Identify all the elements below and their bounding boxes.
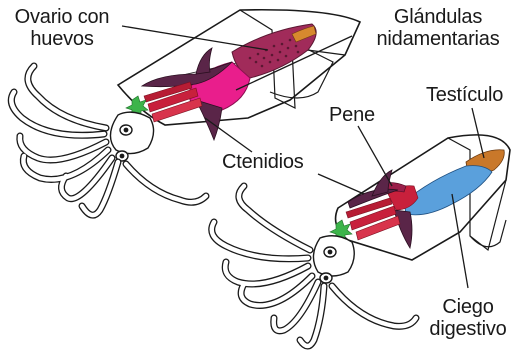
leader-ctenidios-male [318, 174, 364, 194]
female-eye-2-pupil [120, 154, 125, 159]
label-ovario-line2: huevos [0, 28, 124, 50]
label-glandulas-line1: Glándulas [352, 6, 524, 28]
female-eye-1-pupil [124, 128, 129, 133]
label-ciego: Ciego digestivo [418, 296, 518, 340]
male-eye-1-pupil [328, 250, 333, 255]
label-ctenidios: Ctenidios [222, 151, 304, 173]
label-ovario-line1: Ovario con [0, 6, 124, 28]
label-glandulas: Glándulas nidamentarias [352, 6, 524, 50]
label-ciego-line2: digestivo [418, 318, 518, 340]
female-head [110, 112, 153, 153]
leader-pene [358, 126, 392, 186]
label-ovario: Ovario con huevos [0, 6, 124, 50]
male-fin-lower [470, 220, 506, 247]
label-glandulas-line2: nidamentarias [352, 28, 524, 50]
label-ciego-line1: Ciego [418, 296, 518, 318]
label-pene: Pene [329, 104, 375, 126]
label-testiculo: Testículo [426, 84, 503, 106]
male-eye-2-pupil [324, 276, 329, 281]
